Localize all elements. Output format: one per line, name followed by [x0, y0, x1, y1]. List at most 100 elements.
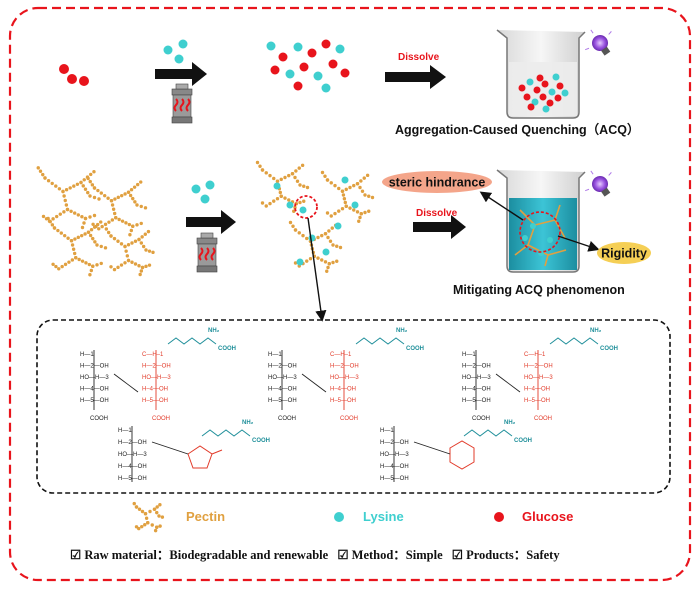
reactor-icon-row2: [196, 232, 218, 273]
svg-text:H—1: H—1: [268, 352, 282, 358]
legend-pectin-label: Pectin: [186, 509, 225, 524]
legend-lysine-label: Lysine: [363, 509, 404, 524]
svg-text:COOH: COOH: [514, 438, 532, 444]
uv-lamp-icon: [584, 29, 612, 56]
svg-text:COOH: COOH: [218, 346, 236, 352]
reaction-arrow-row1: [155, 62, 207, 86]
svg-text:NH₂: NH₂: [590, 328, 602, 334]
acq-caption: Aggregation-Caused Quenching（ACQ）: [395, 122, 639, 137]
rigidity-label: Rigidity: [601, 247, 647, 261]
svg-text:C—H–1: C—H–1: [142, 352, 164, 358]
mitigating-caption: Mitigating ACQ phenomenon: [453, 283, 625, 297]
dissolve-arrow-row2: [413, 215, 466, 239]
svg-text:H—2—OH: H—2—OH: [142, 364, 171, 370]
svg-text:COOH: COOH: [278, 416, 296, 422]
legend-glucose-dot: [494, 512, 504, 522]
zoom-circle-beaker: [519, 211, 561, 253]
lysine-cluster-row1: [163, 39, 188, 64]
svg-text:NH₂: NH₂: [504, 420, 516, 426]
svg-text:H–5—OH: H–5—OH: [142, 398, 168, 404]
legend-glucose-label: Glucose: [522, 509, 573, 524]
reactor-icon: [171, 83, 193, 124]
dissolve-arrow-row1: [385, 65, 446, 89]
legend-pectin-icon: [132, 501, 165, 533]
reaction-arrow-row2: [186, 210, 236, 234]
beaker-mitigated: [496, 169, 586, 273]
svg-text:HO—H—3: HO—H—3: [524, 375, 553, 381]
svg-text:H—2—OH: H—2—OH: [330, 364, 359, 370]
svg-text:H—1: H—1: [380, 428, 394, 434]
footer-features: ☑ Raw material：Biodegradable and renewab…: [70, 544, 670, 563]
svg-text:HO—H—3: HO—H—3: [462, 375, 491, 381]
steric-arrow: [479, 191, 524, 221]
steric-hindrance-label: steric hindrance: [389, 176, 486, 190]
liquid: [509, 198, 577, 270]
svg-text:COOH: COOH: [600, 346, 618, 352]
svg-text:H–5—OH: H–5—OH: [524, 398, 550, 404]
svg-text:H—4—OH: H—4—OH: [462, 387, 491, 393]
svg-text:COOH: COOH: [406, 346, 424, 352]
svg-text:HO—H—3: HO—H—3: [330, 375, 359, 381]
footer-raw-material: ☑ Raw material：Biodegradable and renewab…: [70, 548, 329, 562]
svg-text:H—2—OH: H—2—OH: [80, 364, 109, 370]
structures-panel: [36, 319, 671, 494]
svg-text:H–4—OH: H–4—OH: [524, 387, 550, 393]
dissolve-label-row2: Dissolve: [416, 208, 458, 219]
svg-text:HO—H—3: HO—H—3: [142, 375, 171, 381]
outer-frame: [8, 6, 692, 582]
svg-text:H–5—OH: H–5—OH: [330, 398, 356, 404]
svg-text:H—5—OH: H—5—OH: [462, 398, 491, 404]
dissolve-label-row1: Dissolve: [398, 52, 440, 63]
steric-hindrance-badge: [382, 171, 492, 193]
beaker-acq: [496, 29, 586, 119]
svg-text:H—2—OH: H—2—OH: [118, 440, 147, 446]
svg-text:COOH: COOH: [534, 416, 552, 422]
svg-text:H—4—OH: H—4—OH: [80, 387, 109, 393]
rigidity-badge: [597, 242, 651, 264]
svg-text:H—2—OH: H—2—OH: [268, 364, 297, 370]
rigidity-arrow: [557, 235, 600, 252]
legend: Pectin Lysine Glucose: [132, 501, 573, 533]
svg-text:H—1: H—1: [462, 352, 476, 358]
svg-text:H—4—OH: H—4—OH: [268, 387, 297, 393]
svg-text:H—4—OH: H—4—OH: [380, 464, 409, 470]
legend-lysine-dot: [334, 512, 344, 522]
svg-text:H—5—OH: H—5—OH: [268, 398, 297, 404]
pectin-lysine-network: [255, 160, 375, 273]
zoom-highlight-circle: [294, 195, 318, 219]
svg-text:H—2—OH: H—2—OH: [380, 440, 409, 446]
svg-text:COOH: COOH: [472, 416, 490, 422]
structures-group: H—1H—2—OHHO—H—3H—4—OHH—5—OHCOOHC—H–1H—2—…: [80, 328, 618, 482]
svg-text:H—1: H—1: [80, 352, 94, 358]
svg-text:HO—H—3: HO—H—3: [380, 452, 409, 458]
svg-text:C—H–1: C—H–1: [524, 352, 546, 358]
footer-method: ☑ Method：Simple: [337, 548, 443, 562]
svg-text:HO—H—3: HO—H—3: [80, 375, 109, 381]
svg-text:COOH: COOH: [152, 416, 170, 422]
svg-text:NH₂: NH₂: [396, 328, 408, 334]
svg-text:H–4—OH: H–4—OH: [142, 387, 168, 393]
svg-text:C—H–1: C—H–1: [330, 352, 352, 358]
zoom-arrow: [307, 217, 327, 322]
svg-text:COOH: COOH: [90, 416, 108, 422]
footer-products: ☑ Products：Safety: [451, 548, 560, 562]
svg-text:HO—H—3: HO—H—3: [118, 452, 147, 458]
svg-text:HO—H—3: HO—H—3: [268, 375, 297, 381]
svg-text:H—1: H—1: [118, 428, 132, 434]
svg-text:H—5—OH: H—5—OH: [380, 476, 409, 482]
uv-lamp-icon-row2: [584, 170, 612, 197]
svg-text:H—2—OH: H—2—OH: [524, 364, 553, 370]
svg-text:H—5—OH: H—5—OH: [118, 476, 147, 482]
pectin-strands: [36, 166, 155, 277]
aggregated-particles: [518, 73, 569, 113]
svg-text:NH₂: NH₂: [208, 328, 220, 334]
svg-text:H—2—OH: H—2—OH: [462, 364, 491, 370]
svg-text:H—4—OH: H—4—OH: [118, 464, 147, 470]
svg-text:H—5—OH: H—5—OH: [80, 398, 109, 404]
lysine-cluster-row2: [191, 180, 215, 204]
glucose-cluster: [59, 64, 89, 86]
pectin-network: [36, 166, 155, 277]
mixed-particles-row1: [266, 39, 350, 93]
svg-text:COOH: COOH: [252, 438, 270, 444]
